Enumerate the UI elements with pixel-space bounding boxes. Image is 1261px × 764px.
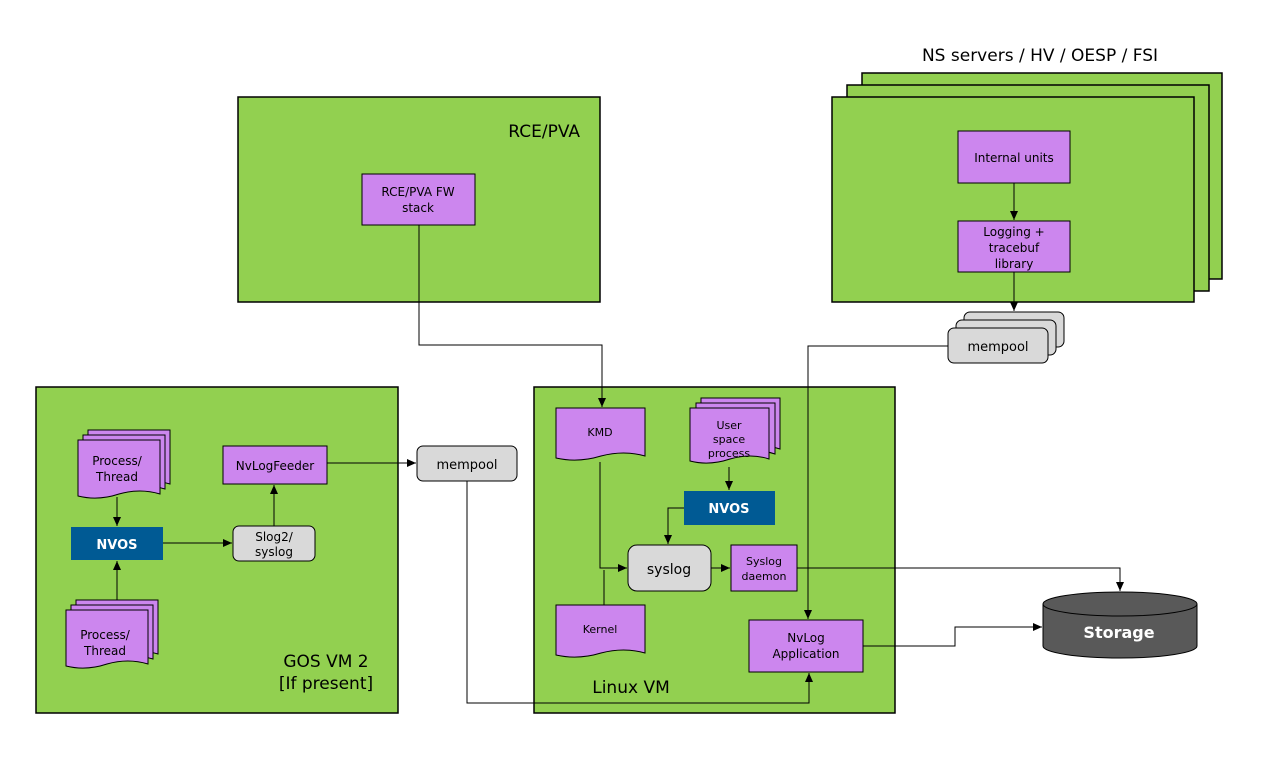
ns-servers-title: NS servers / HV / OESP / FSI [922,46,1158,66]
storage-cylinder-body [1042,603,1198,659]
kmd-label: KMD [587,426,612,439]
logging-library-label-3: library [995,257,1034,271]
syslog-daemon-label-2: daemon [742,570,787,583]
ns-mempool-label: mempool [967,340,1028,355]
logging-library-label-2: tracebuf [989,241,1040,255]
gos-vm2-title-1: GOS VM 2 [283,652,368,672]
kmd-doc [555,407,646,461]
storage-cylinder-top [1042,591,1198,617]
nvlog-to-storage-arrow [863,623,1042,647]
syslog-label: syslog [647,562,691,578]
process-thread-top-label-1: Process/ [92,454,143,468]
syslog-daemon-box [730,544,798,592]
process-thread-bottom-doc-front [65,609,149,669]
internal-units-box [957,130,1071,184]
mempool-to-nvlog-arrow [466,481,813,704]
gos-vm2-title-2: [If present] [279,674,373,694]
rce-pva-fw-label-2: stack [402,201,434,215]
nvlog-app-label-1: NvLog [787,631,825,645]
linux-vm-title: Linux VM [592,678,670,698]
process-thread-bottom-label-2: Thread [83,644,126,658]
daemon-to-storage-arrow [797,567,1124,591]
gos-nvos-box [71,527,163,560]
syslog-daemon-label-1: Syslog [746,555,782,568]
process-thread-bottom-label-1: Process/ [80,628,131,642]
slog2-label-2: syslog [255,545,293,559]
storage-label: Storage [1083,623,1154,642]
gos-nvos-label: NVOS [96,538,137,553]
linux-nvos-label: NVOS [708,502,749,517]
nvlogfeeder-label: NvLogFeeder [236,459,315,473]
kernel-doc [555,604,646,658]
nvlog-app-label-2: Application [772,647,839,661]
slog2-label-1: Slog2/ [255,530,294,544]
process-thread-top-doc-front [77,439,161,499]
kmd-to-syslog-arrow [599,462,627,572]
process-thread-top-label-2: Thread [95,470,138,484]
rce-pva-title: RCE/PVA [508,122,580,142]
nvos-to-syslog-arrow [664,507,684,544]
kernel-label: Kernel [583,623,618,636]
user-process-label-1: User [716,419,742,432]
nvlogfeeder-box [222,445,328,485]
logging-library-label-1: Logging + [983,225,1044,239]
user-process-label-3: process [708,447,751,460]
rce-pva-fw-label-1: RCE/PVA FW [381,185,454,199]
user-process-label-2: space [713,433,746,446]
linux-nvos-box [684,491,775,525]
ns-mempool-to-nvlog-arrow [804,345,948,619]
internal-units-label: Internal units [974,151,1054,165]
nvlog-application-box [748,619,864,673]
rce-pva-fw-stack-box [361,173,476,226]
user-process-doc-front [689,407,770,464]
rce-to-kmd-arrow [418,225,606,407]
middle-mempool-label: mempool [436,458,497,473]
